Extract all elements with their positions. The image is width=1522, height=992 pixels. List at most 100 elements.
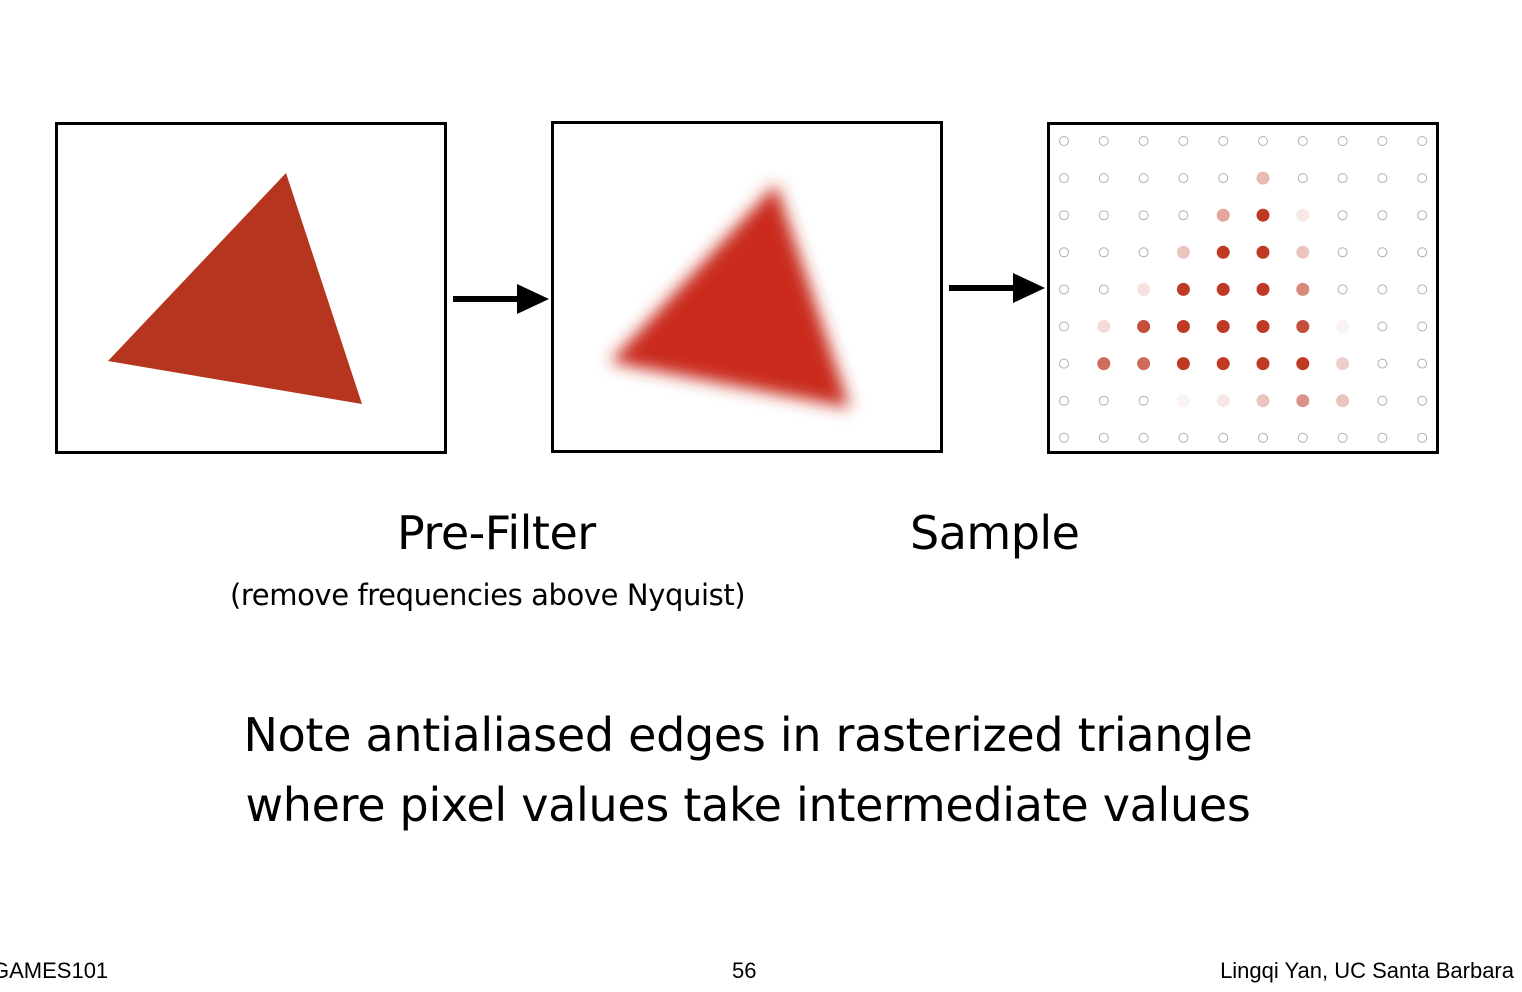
sample-point-filled (1137, 282, 1151, 296)
sample-point-empty (1377, 284, 1388, 295)
sample-point-empty (1337, 432, 1348, 443)
sample-point-empty (1377, 432, 1388, 443)
prefilter-arrow-icon (453, 284, 549, 314)
sample-point-empty (1417, 247, 1428, 258)
sample-point-empty (1138, 136, 1149, 146)
sample-point-empty (1337, 210, 1348, 221)
sample-point-filled (1216, 245, 1230, 259)
sample-point-empty (1258, 432, 1268, 443)
sample-point-filled (1137, 320, 1151, 333)
sample-point-empty (1178, 432, 1189, 443)
sample-point-empty (1337, 247, 1348, 258)
sample-point-filled (1256, 282, 1270, 296)
sampled-triangle-panel (1047, 122, 1439, 454)
sample-label: Sample (910, 506, 1080, 560)
sample-point-empty (1178, 210, 1189, 221)
filtered-triangle-figure (610, 184, 850, 408)
sample-point-empty (1297, 173, 1308, 184)
sample-point-empty (1417, 358, 1428, 369)
sample-point-empty (1377, 173, 1388, 184)
sample-point-empty (1059, 136, 1069, 146)
sample-point-filled (1216, 282, 1230, 296)
original-triangle (108, 173, 362, 404)
sample-point-empty (1417, 173, 1428, 184)
filtered-triangle-panel (551, 121, 943, 453)
sample-point-empty (1059, 210, 1069, 221)
sample-point-filled (1296, 320, 1310, 333)
sample-point-filled (1256, 394, 1270, 408)
sample-point-empty (1258, 136, 1268, 146)
sample-point-empty (1377, 247, 1388, 258)
sample-point-empty (1417, 432, 1428, 443)
sample-point-filled (1176, 282, 1190, 296)
sample-point-filled (1296, 208, 1310, 222)
footer-course: GAMES101 (0, 958, 109, 983)
sample-point-filled (1216, 394, 1230, 408)
sample-point-empty (1098, 173, 1109, 184)
sample-point-empty (1417, 284, 1428, 295)
arrowhead (517, 284, 549, 314)
sample-point-filled (1176, 245, 1190, 259)
sample-point-empty (1417, 136, 1428, 146)
sample-point-empty (1098, 210, 1109, 221)
sample-arrow-icon (949, 273, 1045, 303)
sample-point-filled (1216, 320, 1230, 333)
sample-point-empty (1098, 136, 1109, 146)
sample-point-empty (1138, 395, 1149, 406)
page-number: 56 (732, 958, 757, 983)
sample-point-filled (1296, 245, 1310, 259)
sample-point-filled (1336, 357, 1350, 371)
sample-point-empty (1297, 432, 1308, 443)
prefilter-label: Pre-Filter (397, 506, 596, 560)
sample-grid-figure (1059, 136, 1428, 443)
sample-point-empty (1138, 247, 1149, 258)
sample-point-empty (1218, 173, 1229, 184)
footer-author: Lingqi Yan, UC Santa Barbara (1220, 958, 1514, 983)
sample-point-empty (1377, 136, 1388, 146)
sample-point-empty (1337, 136, 1348, 146)
sample-point-filled (1256, 357, 1270, 371)
sample-point-empty (1098, 284, 1109, 295)
sample-point-filled (1296, 357, 1310, 371)
sample-point-filled (1176, 394, 1190, 408)
sample-point-empty (1138, 210, 1149, 221)
sample-point-empty (1098, 432, 1109, 443)
sample-point-filled (1256, 245, 1270, 259)
original-triangle-figure (108, 173, 362, 404)
sample-point-empty (1059, 247, 1069, 258)
prefilter-subtitle: (remove frequencies above Nyquist) (230, 578, 746, 612)
sample-point-empty (1377, 395, 1388, 406)
sample-point-empty (1178, 173, 1189, 184)
sample-point-empty (1059, 321, 1069, 332)
sample-point-empty (1337, 284, 1348, 295)
sample-point-filled (1097, 357, 1111, 371)
original-triangle-panel (55, 122, 447, 454)
sample-point-empty (1218, 432, 1229, 443)
sample-point-filled (1296, 394, 1310, 408)
sample-point-empty (1059, 395, 1069, 406)
sample-point-filled (1296, 282, 1310, 296)
sample-point-filled (1216, 208, 1230, 222)
sample-point-empty (1377, 358, 1388, 369)
sample-point-filled (1097, 320, 1111, 333)
sample-point-empty (1138, 173, 1149, 184)
sample-point-empty (1098, 395, 1109, 406)
sample-point-filled (1256, 208, 1270, 222)
sample-point-filled (1256, 320, 1270, 333)
sample-point-empty (1059, 432, 1069, 443)
sample-point-empty (1417, 210, 1428, 221)
sample-point-empty (1417, 321, 1428, 332)
sample-point-empty (1417, 395, 1428, 406)
arrowhead (1013, 273, 1045, 303)
sample-point-empty (1377, 321, 1388, 332)
blurred-triangle (610, 184, 850, 408)
sample-point-empty (1218, 136, 1229, 146)
sample-point-filled (1176, 357, 1190, 371)
sample-point-empty (1297, 136, 1308, 146)
sample-point-empty (1059, 173, 1069, 184)
sample-point-empty (1377, 210, 1388, 221)
sample-point-filled (1256, 171, 1270, 185)
note-line-2: where pixel values take intermediate val… (245, 778, 1251, 832)
sample-point-filled (1336, 394, 1350, 408)
sample-point-empty (1059, 284, 1069, 295)
